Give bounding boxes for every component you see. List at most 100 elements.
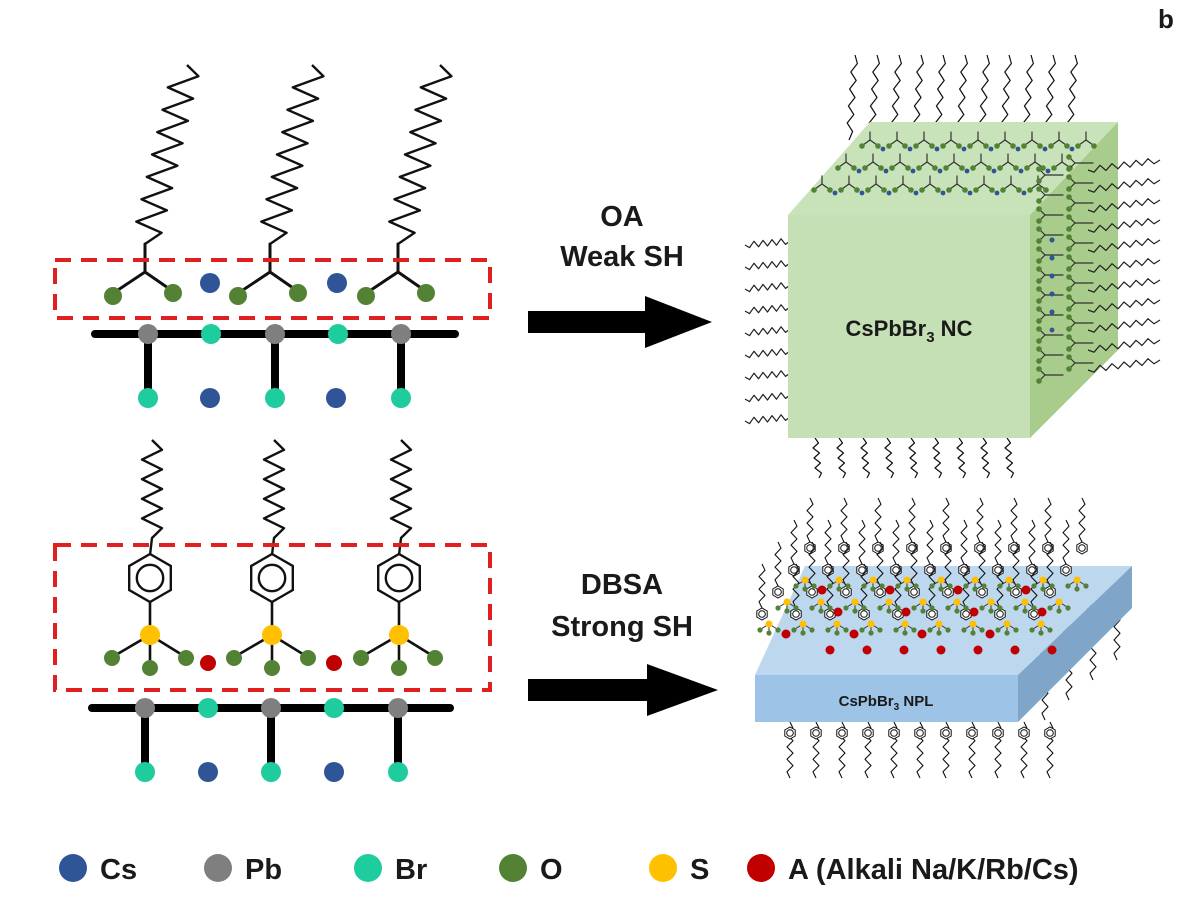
o-atom bbox=[1066, 166, 1072, 172]
o-atom bbox=[827, 583, 833, 589]
benzene-ring bbox=[127, 552, 173, 604]
o-atom bbox=[793, 583, 799, 589]
benzene-ring bbox=[810, 726, 822, 740]
o-atom bbox=[981, 583, 987, 589]
alkali-atom bbox=[899, 645, 909, 655]
o-atom bbox=[895, 605, 901, 611]
o-atom bbox=[935, 187, 941, 193]
br-atom bbox=[138, 388, 158, 408]
benzene-ring bbox=[1018, 726, 1030, 740]
o-atom bbox=[1036, 358, 1042, 364]
nc-left-chain bbox=[744, 260, 791, 271]
nc-head-bond bbox=[1078, 139, 1087, 146]
dbsa-arrow-label-hardness: Strong SH bbox=[551, 611, 693, 643]
nc-bottom-chain bbox=[956, 437, 967, 479]
o-atom bbox=[775, 605, 781, 611]
o-atom bbox=[1036, 298, 1042, 304]
o-atom bbox=[919, 187, 925, 193]
o-atom bbox=[994, 143, 1000, 149]
o-atom bbox=[865, 187, 871, 193]
benzene-ring bbox=[772, 585, 784, 599]
panel-label: b bbox=[1158, 4, 1174, 34]
o-atom bbox=[877, 605, 883, 611]
alkali-atom bbox=[917, 629, 927, 639]
nc-head-bond bbox=[895, 183, 904, 190]
dbsa-sulfonate-groups bbox=[104, 600, 443, 676]
o-atom bbox=[995, 627, 1001, 633]
s-atom bbox=[935, 620, 943, 628]
s-atom bbox=[817, 598, 825, 606]
br-atom bbox=[198, 698, 218, 718]
npl-top-chain bbox=[824, 519, 832, 565]
o-atom bbox=[870, 586, 876, 592]
cs-atom bbox=[994, 190, 1000, 196]
s-atom bbox=[903, 576, 911, 584]
o-atom bbox=[997, 165, 1003, 171]
o-atom bbox=[1066, 234, 1072, 240]
dbsa-alkyl-chain bbox=[389, 439, 413, 539]
npl-top-chain bbox=[874, 497, 882, 543]
cs-atom bbox=[964, 168, 970, 174]
o-atom bbox=[1066, 194, 1072, 200]
oa-alkyl-chain bbox=[388, 64, 453, 245]
npl-top-chain bbox=[1028, 519, 1036, 565]
legend-swatch-o bbox=[499, 854, 527, 882]
o-atom bbox=[178, 650, 194, 666]
s-atom bbox=[987, 598, 995, 606]
o-atom bbox=[843, 627, 849, 633]
dbsa-arrow-label-ligand: DBSA bbox=[581, 569, 663, 601]
legend-label-a: A (Alkali Na/K/Rb/Cs) bbox=[788, 854, 1079, 886]
alkali-atom bbox=[849, 629, 859, 639]
benzene-ring bbox=[784, 726, 796, 740]
o-atom bbox=[1066, 286, 1072, 292]
cs-atom bbox=[940, 190, 946, 196]
br-atom bbox=[328, 324, 348, 344]
o-atom bbox=[963, 605, 969, 611]
nc-head-bond bbox=[1030, 183, 1039, 190]
o-atom bbox=[908, 187, 914, 193]
o-atom bbox=[827, 187, 833, 193]
alkali-atom bbox=[936, 645, 946, 655]
o-atom bbox=[959, 165, 965, 171]
o-atom bbox=[1066, 254, 1072, 260]
nc-head-bond bbox=[1000, 161, 1009, 168]
alkali-atom bbox=[969, 607, 979, 617]
npl-surface-ligands bbox=[756, 497, 1089, 655]
o-atom bbox=[1066, 334, 1072, 340]
nc-side-chain bbox=[1087, 318, 1161, 333]
nc-head-bond bbox=[977, 139, 986, 146]
nc-side-chain bbox=[1087, 338, 1161, 353]
o-atom bbox=[391, 660, 407, 676]
o-atom bbox=[945, 605, 951, 611]
nc-head-bond bbox=[889, 139, 898, 146]
alkali-atom bbox=[1021, 585, 1031, 595]
nc-head-bond bbox=[1031, 139, 1040, 146]
o-atom bbox=[988, 608, 994, 614]
cs-atom bbox=[988, 146, 994, 152]
o-atom bbox=[835, 165, 841, 171]
o-atom bbox=[886, 143, 892, 149]
o-atom bbox=[929, 605, 935, 611]
nc-side-ligand-heads bbox=[1036, 154, 1161, 384]
alkali-atom bbox=[781, 629, 791, 639]
o-atom bbox=[861, 583, 867, 589]
npl-top-chain bbox=[942, 497, 950, 543]
nc-head-bond bbox=[976, 183, 985, 190]
o-atom bbox=[1036, 238, 1042, 244]
o-atom bbox=[854, 187, 860, 193]
alkali-atom bbox=[901, 607, 911, 617]
o-atom bbox=[973, 187, 979, 193]
nc-head-bond bbox=[845, 161, 854, 168]
nc-label: CsPbBr3 NC bbox=[846, 316, 973, 346]
o-atom bbox=[1029, 627, 1035, 633]
nc-head-bond bbox=[922, 183, 931, 190]
npl-top-chain bbox=[1046, 541, 1054, 587]
nc-head-bond bbox=[983, 183, 992, 190]
s-atom bbox=[869, 576, 877, 584]
o-atom bbox=[1036, 198, 1042, 204]
benzene-ring bbox=[1044, 726, 1056, 740]
benzene-ring bbox=[992, 726, 1004, 740]
o-atom bbox=[264, 660, 280, 676]
npl-top-chain bbox=[892, 519, 900, 565]
cs-atom bbox=[937, 168, 943, 174]
